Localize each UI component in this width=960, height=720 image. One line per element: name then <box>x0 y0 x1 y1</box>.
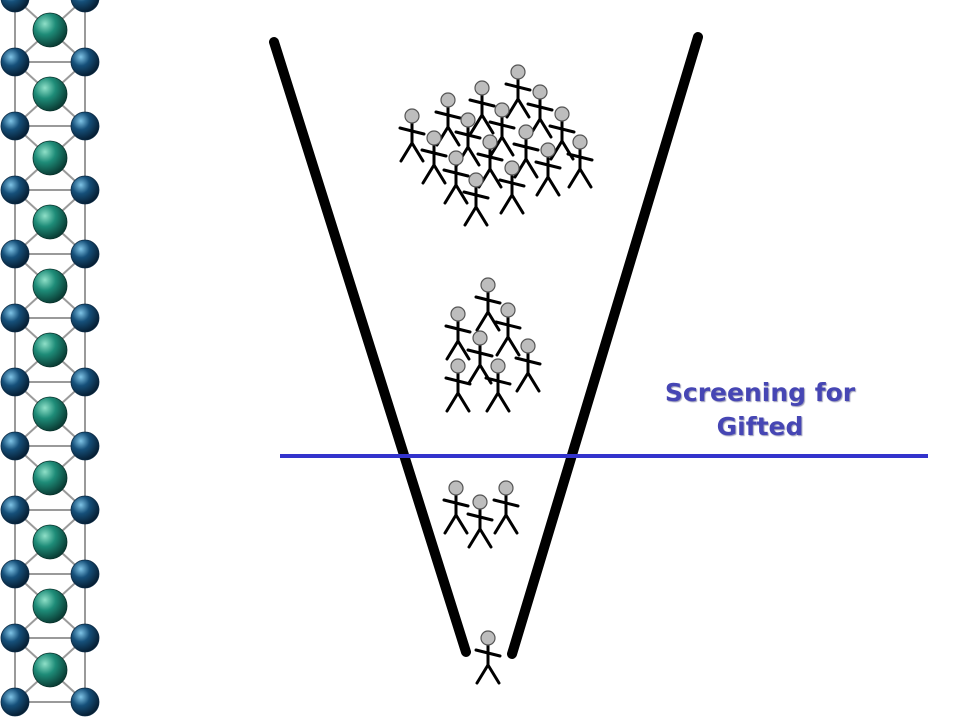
sphere-bead-icon <box>70 367 100 397</box>
stick-figure-icon <box>398 108 426 163</box>
sphere-bead-icon <box>70 111 100 141</box>
sphere-bead-icon <box>0 239 30 269</box>
people-group-large <box>398 64 594 227</box>
sphere-bead-icon <box>32 268 68 304</box>
sphere-bead-icon <box>32 396 68 432</box>
stick-figure-icon <box>442 150 470 205</box>
sphere-bead-icon <box>32 140 68 176</box>
sphere-bead-icon <box>0 47 30 77</box>
sphere-bead-icon <box>70 175 100 205</box>
sphere-bead-icon <box>0 687 30 717</box>
stick-figure-icon <box>444 306 472 361</box>
sphere-bead-icon <box>32 460 68 496</box>
sphere-bead-icon <box>32 588 68 624</box>
sphere-bead-icon <box>0 495 30 525</box>
stick-figure-icon <box>514 338 542 393</box>
stick-figure-icon <box>466 494 494 549</box>
sphere-bead-icon <box>70 687 100 717</box>
funnel-right-wall <box>507 32 703 659</box>
stick-figure-icon <box>566 134 594 189</box>
sphere-bead-icon <box>32 204 68 240</box>
stick-figure-icon <box>442 480 470 535</box>
sphere-bead-icon <box>70 623 100 653</box>
sphere-bead-icon <box>70 47 100 77</box>
people-group-medium <box>444 277 542 413</box>
funnel-left-wall <box>269 37 471 657</box>
bead-lattice-decoration <box>0 0 100 717</box>
stick-figure-icon <box>468 80 496 135</box>
stick-figure-icon <box>492 480 520 535</box>
sphere-bead-icon <box>0 367 30 397</box>
stick-figure-icon <box>474 630 502 685</box>
stick-figure-icon <box>504 64 532 119</box>
stick-figure-icon <box>494 302 522 357</box>
sphere-bead-icon <box>70 431 100 461</box>
sphere-bead-icon <box>70 239 100 269</box>
stick-figure-icon <box>466 330 494 385</box>
sphere-bead-icon <box>70 303 100 333</box>
stick-figure-icon <box>474 277 502 332</box>
sphere-bead-icon <box>0 559 30 589</box>
stick-figure-icon <box>462 172 490 227</box>
screening-label: Screening for Gifted <box>640 376 880 444</box>
stick-figure-icon <box>498 160 526 215</box>
sphere-bead-icon <box>0 111 30 141</box>
stick-figure-icon <box>434 92 462 147</box>
sphere-bead-icon <box>70 559 100 589</box>
sphere-bead-icon <box>32 524 68 560</box>
sphere-bead-icon <box>32 76 68 112</box>
stick-figure-icon <box>444 358 472 413</box>
sphere-bead-icon <box>0 0 30 13</box>
sphere-bead-icon <box>32 332 68 368</box>
screening-label-line1: Screening for <box>664 378 856 407</box>
stick-figure-icon <box>488 102 516 157</box>
sphere-bead-icon <box>0 431 30 461</box>
sphere-bead-icon <box>0 303 30 333</box>
people-group-single <box>474 630 502 685</box>
stick-figure-icon <box>484 358 512 413</box>
sphere-bead-icon <box>32 12 68 48</box>
stick-figure-icon <box>534 142 562 197</box>
screening-label-line2: Gifted <box>716 412 804 441</box>
sphere-bead-icon <box>32 652 68 688</box>
sphere-bead-icon <box>70 0 100 13</box>
stick-figure-icon <box>420 130 448 185</box>
sphere-bead-icon <box>0 175 30 205</box>
stick-figure-icon <box>512 124 540 179</box>
people-group-small <box>442 480 520 549</box>
sphere-bead-icon <box>0 623 30 653</box>
sphere-bead-icon <box>70 495 100 525</box>
